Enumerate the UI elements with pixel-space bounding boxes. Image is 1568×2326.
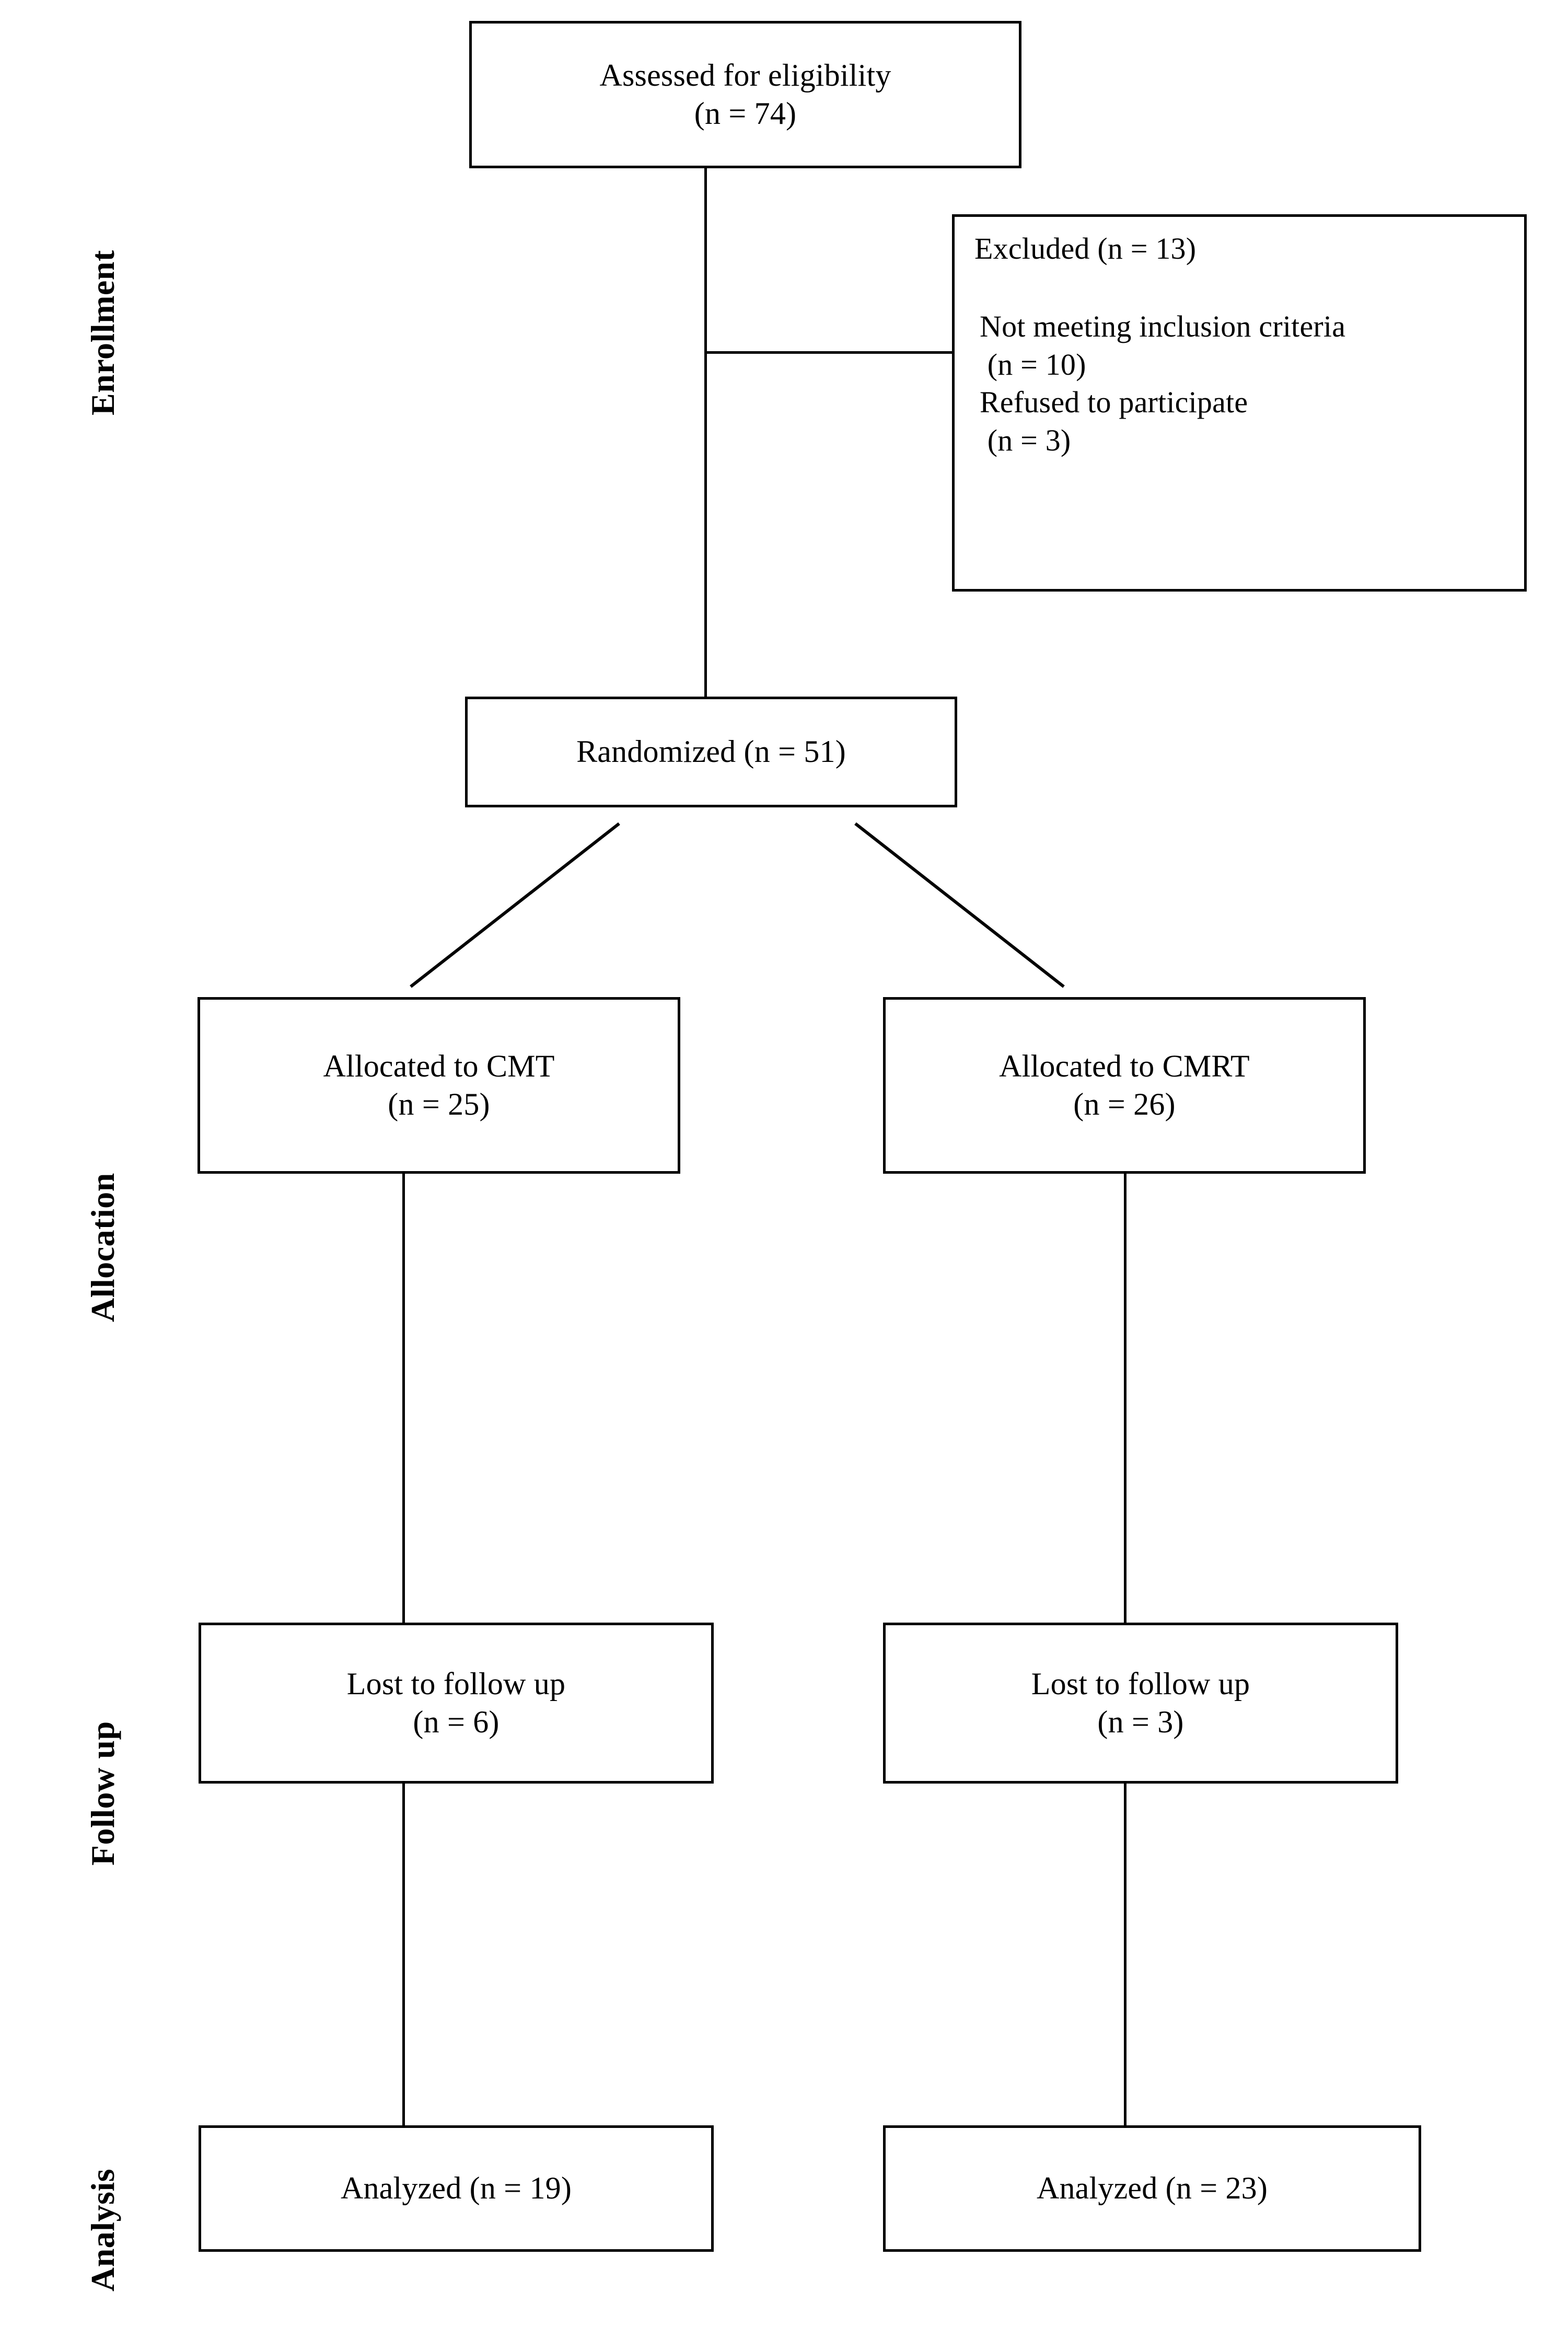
node-assessed-for-eligibility: Assessed for eligibility (n = 74) [469, 21, 1021, 168]
randomized-line-1: Randomized (n = 51) [576, 734, 846, 769]
excluded-reason-1: Not meeting inclusion criteria [980, 309, 1346, 343]
node-randomized: Randomized (n = 51) [465, 697, 957, 807]
assessed-line-2: (n = 74) [694, 96, 797, 131]
lost-left-line-2: (n = 6) [413, 1705, 500, 1739]
excluded-reasons: Not meeting inclusion criteria (n = 10) … [974, 308, 1345, 460]
lost-right-line-1: Lost to follow up [1031, 1666, 1250, 1701]
lost-left-line-1: Lost to follow up [346, 1666, 566, 1701]
node-lost-to-follow-up-right: Lost to follow up (n = 3) [883, 1623, 1398, 1784]
excluded-reason-2-count: (n = 3) [980, 423, 1071, 457]
excluded-reason-1-count: (n = 10) [980, 347, 1086, 381]
connector-assessed-to-randomized [704, 167, 707, 698]
analyzed-right-line-1: Analyzed (n = 23) [1036, 2171, 1268, 2206]
stage-label-follow-up: Follow up [84, 1721, 121, 1866]
connector-lost-right-to-analyzed-right [1124, 1782, 1126, 2127]
connector-allocated-right-to-lost-right [1124, 1172, 1126, 1629]
node-allocated-cmt: Allocated to CMT (n = 25) [198, 997, 680, 1174]
node-lost-to-follow-up-left: Lost to follow up (n = 6) [199, 1623, 714, 1784]
connector-randomized-to-allocated-right [854, 822, 1065, 988]
connector-lost-left-to-analyzed-left [402, 1782, 405, 2127]
stage-label-enrollment: Enrollment [84, 250, 121, 415]
assessed-line-1: Assessed for eligibility [599, 57, 891, 92]
connector-allocated-left-to-lost-left [402, 1172, 405, 1629]
node-allocated-cmrt: Allocated to CMRT (n = 26) [883, 997, 1366, 1174]
connector-randomized-to-allocated-left [410, 822, 620, 988]
allocated-left-line-1: Allocated to CMT [323, 1048, 555, 1083]
node-excluded: Excluded (n = 13) Not meeting inclusion … [952, 214, 1527, 592]
excluded-reason-2: Refused to participate [980, 385, 1248, 420]
allocated-right-line-2: (n = 26) [1073, 1087, 1176, 1121]
allocated-left-line-2: (n = 25) [388, 1087, 490, 1121]
node-analyzed-left: Analyzed (n = 19) [199, 2125, 714, 2252]
connector-trunk-to-excluded [704, 351, 954, 354]
excluded-heading: Excluded (n = 13) [974, 232, 1197, 265]
stage-label-allocation: Allocation [84, 1173, 121, 1322]
analyzed-left-line-1: Analyzed (n = 19) [340, 2171, 572, 2206]
lost-right-line-2: (n = 3) [1097, 1705, 1184, 1739]
stage-label-analysis: Analysis [84, 2168, 121, 2292]
allocated-right-line-1: Allocated to CMRT [999, 1048, 1250, 1083]
node-analyzed-right: Analyzed (n = 23) [883, 2125, 1421, 2252]
